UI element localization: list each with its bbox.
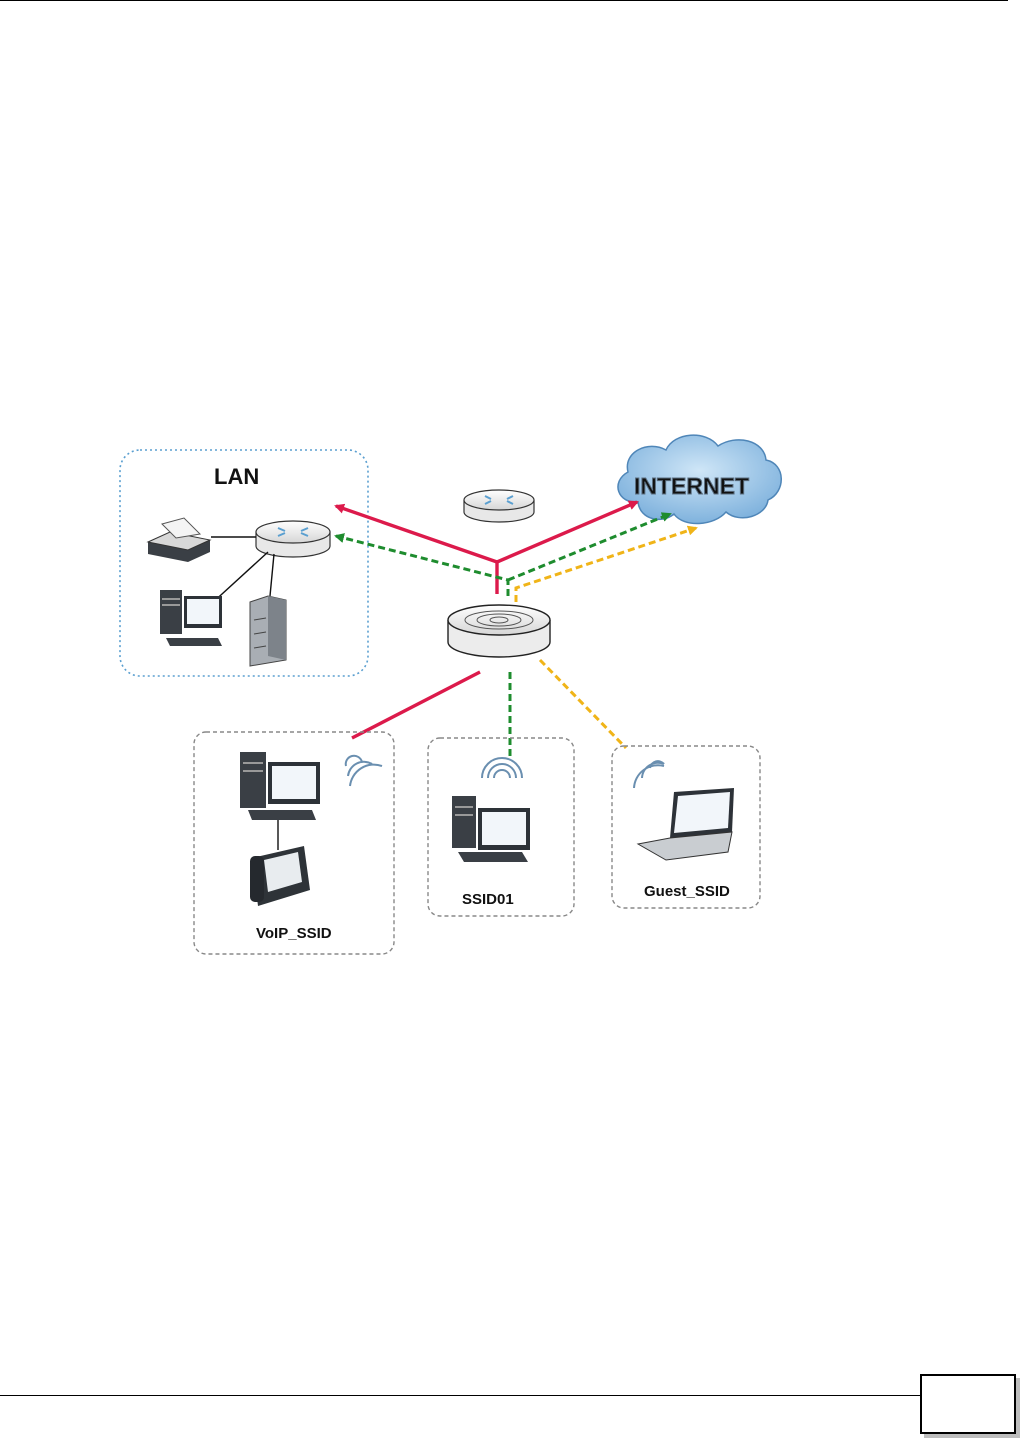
green-link-to-lan	[336, 536, 508, 596]
lan-router-icon	[256, 521, 330, 557]
internet-cloud-icon: INTERNET	[618, 435, 781, 523]
red-link-to-voip	[352, 672, 480, 738]
laptop-icon	[638, 788, 734, 860]
yellow-link-to-guest	[540, 660, 626, 748]
header-rule	[0, 0, 1008, 1]
center-router-icon	[464, 490, 534, 522]
ssid01-label: SSID01	[462, 891, 514, 908]
lan-pc-icon	[160, 590, 222, 646]
network-diagram: LAN INTERNET	[118, 420, 783, 965]
guest-ssid-label: Guest_SSID	[644, 883, 730, 900]
page-number-box	[920, 1374, 1016, 1434]
lan-wire-server	[270, 554, 274, 596]
access-point-icon	[448, 605, 550, 657]
ip-phone-icon	[250, 846, 310, 906]
voip-ssid-label: VoIP_SSID	[256, 925, 332, 942]
guest-wifi-icon	[634, 761, 664, 788]
voip-pc-icon	[240, 752, 320, 820]
server-icon	[250, 596, 286, 666]
footer-rule	[0, 1395, 920, 1396]
internet-label: INTERNET	[634, 473, 749, 499]
voip-wifi-icon	[346, 756, 382, 786]
ssid01-pc-icon	[452, 796, 530, 862]
printer-icon	[148, 518, 210, 562]
lan-label: LAN	[214, 464, 259, 489]
ssid01-wifi-icon	[482, 758, 522, 778]
